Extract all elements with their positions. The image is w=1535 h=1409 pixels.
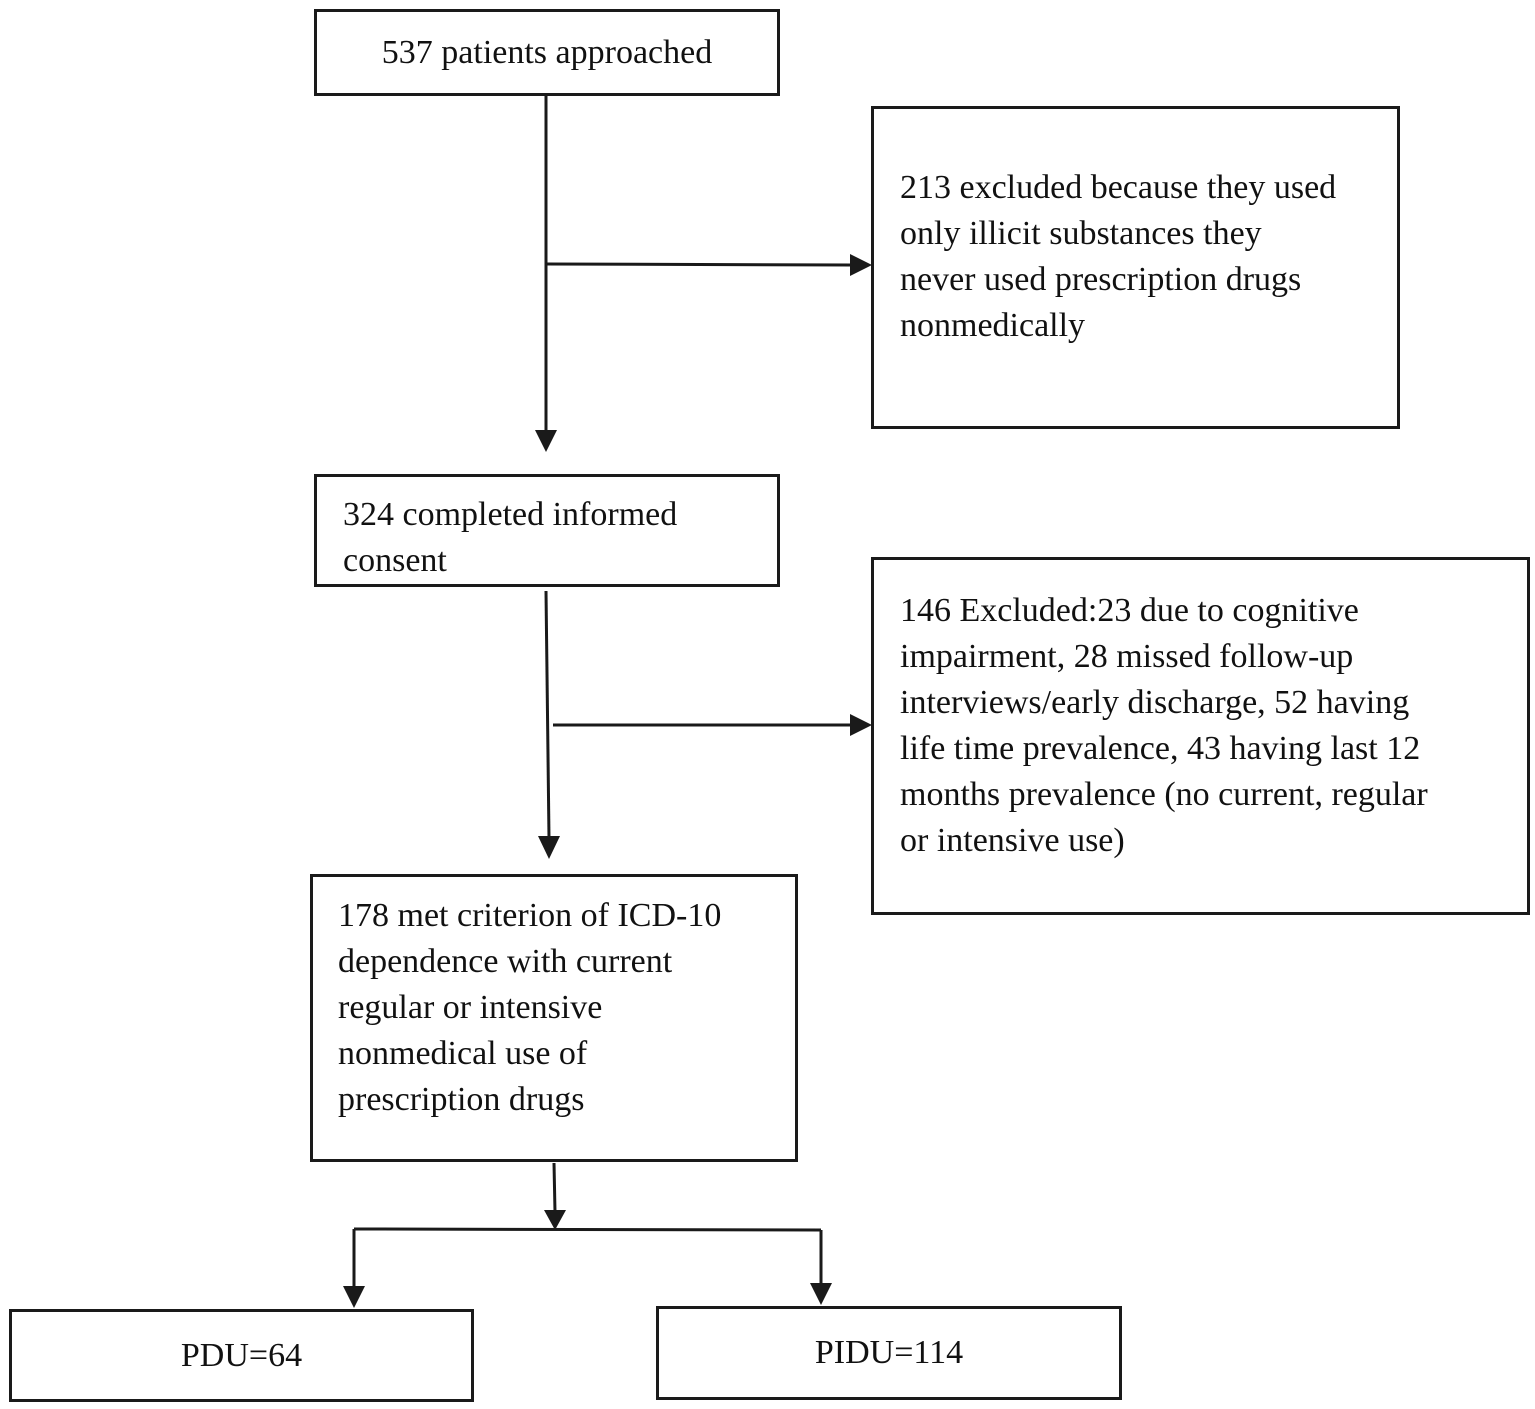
met-criterion-text: 178 met criterion of ICD-10 dependence w… [338,897,722,1118]
patients-approached-text: 537 patients approached [381,33,713,71]
pdu-text: PDU=64 [180,1336,303,1374]
box-met-criterion: 178 met criterion of ICD-10 dependence w… [310,874,798,1162]
connector-split-horizontal [353,1227,822,1232]
arrowhead-to-pdu [343,1286,365,1308]
box-pidu: PIDU=114 [656,1306,1122,1400]
box-excluded-illicit-only: 213 excluded because they used only illi… [871,106,1400,429]
arrowhead-to-met [538,836,560,859]
connector-consent-to-met [544,590,551,839]
pidu-text: PIDU=114 [814,1334,964,1371]
excluded-illicit-only-text: 213 excluded because they used only illi… [900,169,1337,344]
arrowhead-to-split [544,1210,566,1230]
box-patients-approached: 537 patients approached [314,9,780,96]
connector-met-down [552,1162,557,1213]
informed-consent-text: 324 completed informed consent [343,496,678,579]
excluded-second-stage-text: 146 Excluded:23 due to cognitive impairm… [900,592,1428,859]
box-excluded-second-stage: 146 Excluded:23 due to cognitive impairm… [871,557,1530,915]
arrowhead-to-consent [535,430,557,452]
arrowhead-to-excluded-first [850,254,872,276]
box-pdu: PDU=64 [9,1309,474,1402]
arrowhead-to-excluded-second [850,714,872,736]
connector-branch-excluded-first [545,262,853,267]
arrowhead-to-pidu [810,1283,832,1305]
box-informed-consent: 324 completed informed consent [314,474,780,587]
